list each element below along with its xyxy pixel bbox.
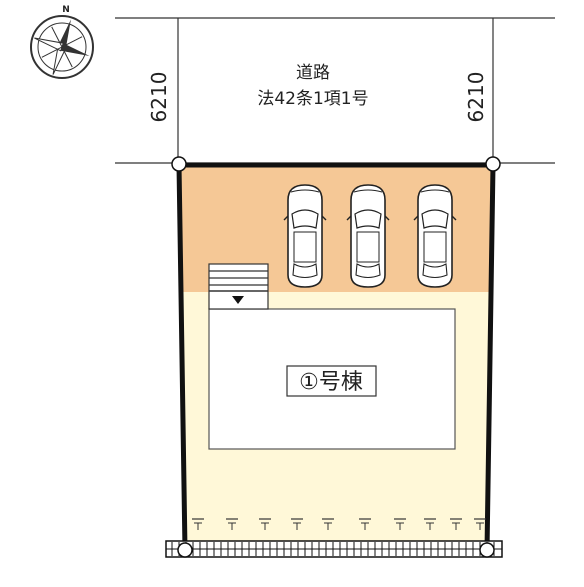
boundary-markers (192, 518, 486, 530)
corner-marker-bottom-right (479, 542, 495, 558)
entry-arrow-icon (232, 296, 244, 304)
compass-rose-icon (34, 19, 90, 75)
car-icon (346, 184, 390, 288)
corner-marker-top-left (171, 156, 187, 172)
parking-spaces (283, 184, 457, 288)
corner-marker-bottom-left (177, 542, 193, 558)
car-icon (283, 184, 327, 288)
road-width-right: 6210 (464, 72, 488, 123)
compass-north-label: N (62, 5, 70, 15)
boundary-marker-icon (394, 518, 406, 530)
boundary-marker-icon (259, 518, 271, 530)
parking-area (179, 165, 493, 292)
entrance-stairs (208, 263, 269, 310)
road-name: 道路 (296, 63, 330, 83)
boundary-marker-icon (474, 518, 486, 530)
road-width-left: 6210 (147, 72, 171, 123)
building-label: ①号棟 (299, 370, 363, 395)
boundary-marker-icon (192, 518, 204, 530)
building-label-box (286, 365, 377, 397)
boundary-marker-icon (450, 518, 462, 530)
road: 6210 6210 道路 法42条1項1号 (115, 17, 555, 164)
bottom-fence (165, 540, 503, 558)
building: ①号棟 (208, 308, 456, 450)
boundary-marker-icon (359, 518, 371, 530)
car-icon (413, 184, 457, 288)
road-designation: 法42条1項1号 (257, 89, 368, 109)
boundary-marker-icon (424, 518, 436, 530)
boundary-marker-icon (291, 518, 303, 530)
boundary-marker-icon (226, 518, 238, 530)
compass: N (30, 5, 94, 79)
boundary-marker-icon (322, 518, 334, 530)
lot-boundary (176, 162, 496, 551)
corner-marker-top-right (485, 156, 501, 172)
